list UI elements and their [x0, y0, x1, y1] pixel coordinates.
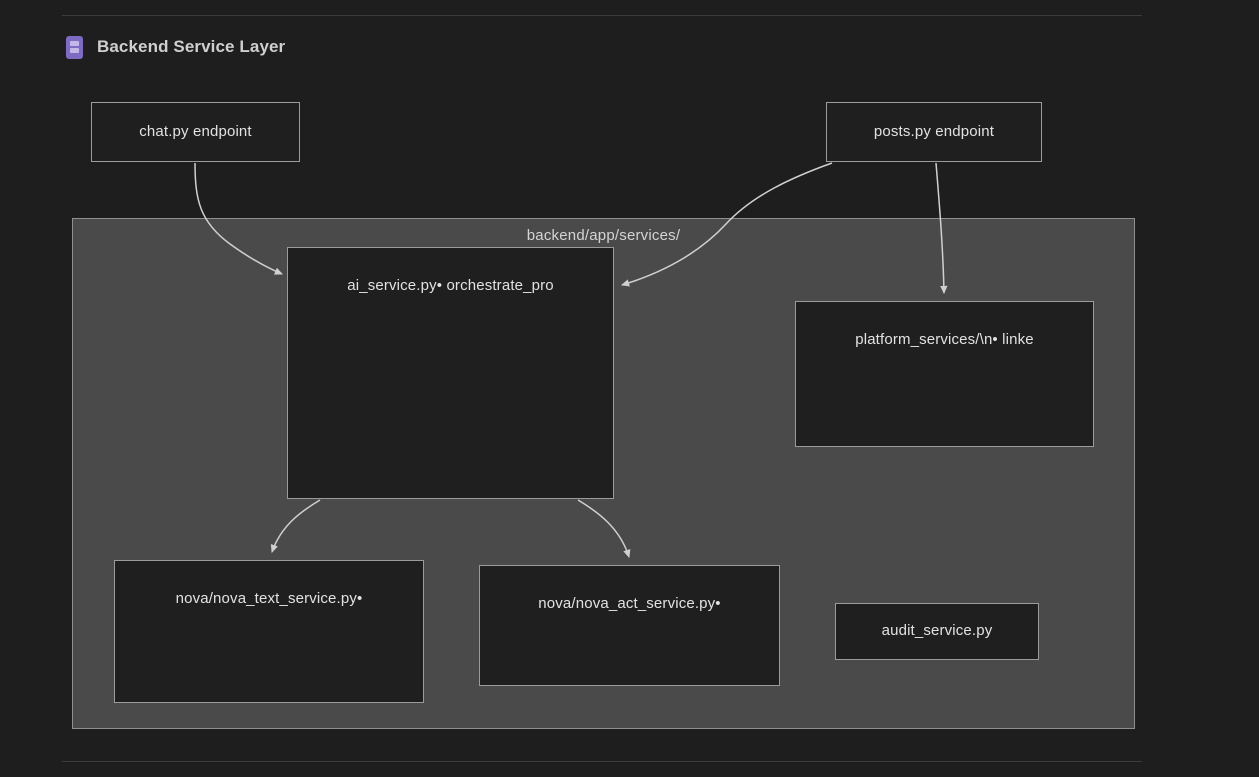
page-title: Backend Service Layer [97, 37, 286, 56]
node-ai-service[interactable]: ai_service.py• orchestrate_pro [287, 247, 614, 499]
node-posts-endpoint[interactable]: posts.py endpoint [826, 102, 1042, 162]
node-ai-service-label: ai_service.py• orchestrate_pro [347, 277, 554, 294]
node-audit-service-label: audit_service.py [881, 622, 993, 640]
node-posts-endpoint-label: posts.py endpoint [873, 122, 995, 140]
top-divider [62, 15, 1142, 16]
bottom-divider [62, 761, 1142, 762]
server-stack-icon [66, 35, 83, 59]
node-nova-act-service-label: nova/nova_act_service.py• [538, 595, 721, 612]
node-platform-services[interactable]: platform_services/\n• linke [795, 301, 1094, 447]
node-nova-text-service[interactable]: nova/nova_text_service.py• [114, 560, 424, 703]
node-chat-endpoint[interactable]: chat.py endpoint [91, 102, 300, 162]
node-platform-services-label: platform_services/\n• linke [855, 331, 1034, 348]
node-audit-service[interactable]: audit_service.py [835, 603, 1039, 660]
node-nova-act-service[interactable]: nova/nova_act_service.py• [479, 565, 780, 686]
page-title-row: Backend Service Layer [66, 32, 285, 62]
node-chat-endpoint-label: chat.py endpoint [139, 122, 252, 140]
node-nova-text-service-label: nova/nova_text_service.py• [175, 590, 363, 607]
subgraph-label: backend/app/services/ [526, 227, 681, 244]
